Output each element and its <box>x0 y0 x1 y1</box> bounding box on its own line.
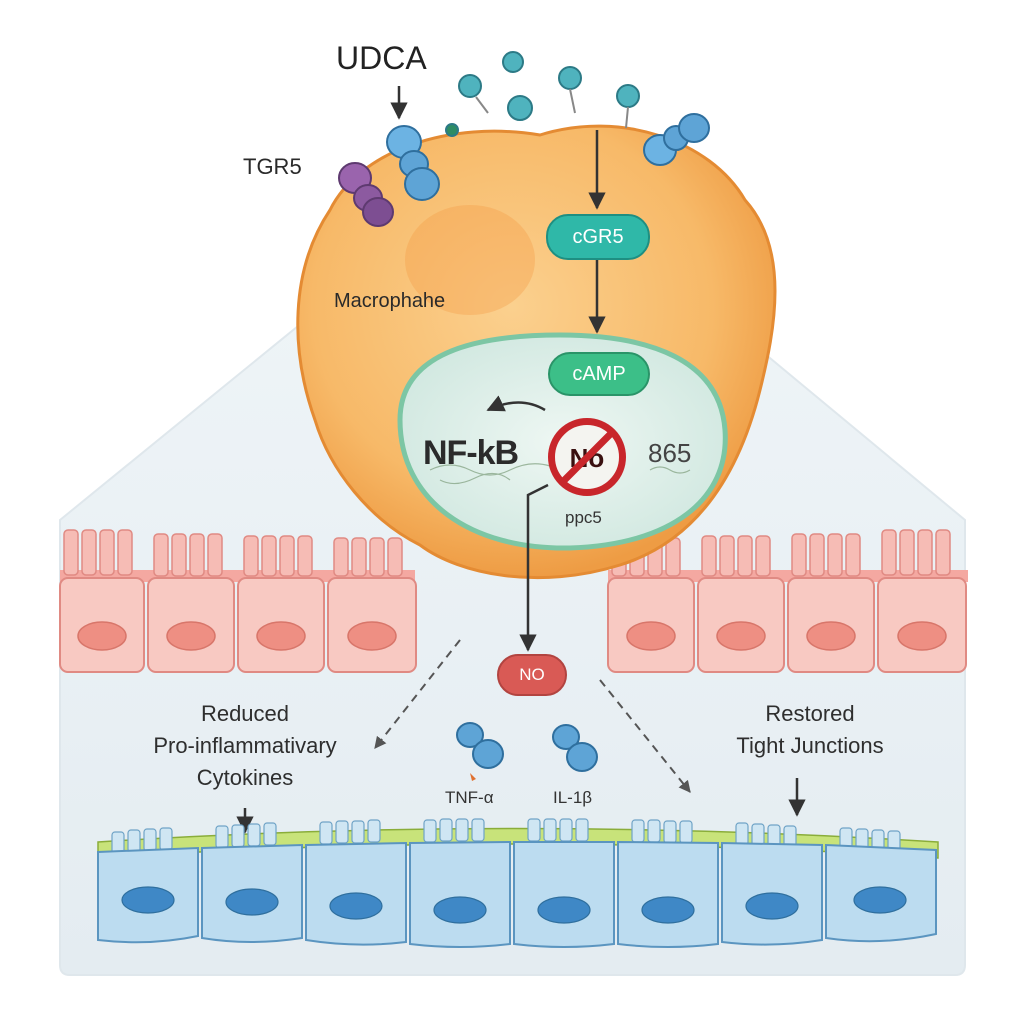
epithelium-top-layer <box>59 529 968 673</box>
udca-receptor-blue <box>386 125 440 201</box>
macrophage-label: Macrophahe <box>334 290 446 312</box>
right-receptor-blue <box>643 113 710 166</box>
no-node: NO <box>497 654 567 696</box>
pathway-arrows <box>236 86 806 834</box>
tnf-alpha-molecule <box>456 722 504 781</box>
inhibition-symbol: No <box>548 418 626 496</box>
tgr5-receptor-purple <box>338 162 394 227</box>
bottom-villi <box>111 818 901 855</box>
macrophage-inner-blob <box>405 205 535 315</box>
reduced-line-3: Cytokines <box>196 765 294 790</box>
tgr5-label: TGR5 <box>243 154 302 179</box>
bile-acid-molecules <box>445 51 640 137</box>
ppc5-label: ppc5 <box>565 508 602 527</box>
background-panel <box>59 299 966 976</box>
epithelium-right-group <box>607 529 968 673</box>
reduced-line-2: Pro-inflammativary <box>153 733 337 758</box>
bottom-cell-nuclei <box>121 886 907 924</box>
tnf-alpha-label: TNF-α <box>445 788 494 807</box>
number-865-label: 865 <box>648 438 692 468</box>
il1b-label: IL-1β <box>553 788 593 807</box>
bottom-cells <box>97 840 937 948</box>
cgr5-node: cGR5 <box>546 214 650 260</box>
dashed-arrows <box>374 639 691 793</box>
restored-line-1: Restored <box>765 701 855 726</box>
dna-squiggles <box>429 463 691 485</box>
nfkb-label: NF-kB <box>423 434 519 472</box>
restored-line-2: Tight Junctions <box>736 733 884 758</box>
restored-tight-junctions-label: Restored Tight Junctions <box>690 698 930 762</box>
camp-node: cAMP <box>548 352 650 396</box>
udca-label: UDCA <box>336 40 427 76</box>
reduced-line-1: Reduced <box>200 701 290 726</box>
reduced-cytokines-label: Reduced Pro-inflammativary Cytokines <box>110 698 380 794</box>
epithelium-left-group <box>59 529 417 673</box>
il1b-molecule <box>552 724 598 772</box>
epithelium-bottom-layer <box>97 818 939 948</box>
